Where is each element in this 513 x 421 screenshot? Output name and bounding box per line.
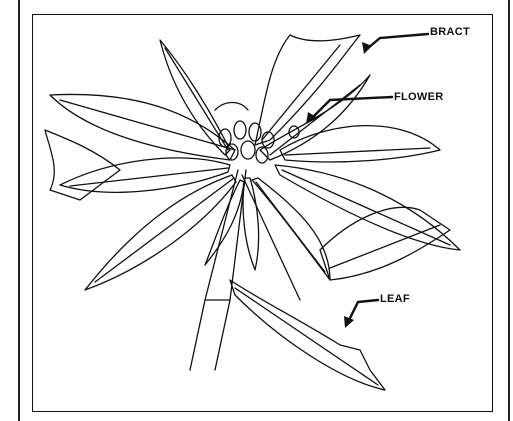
- stems: [190, 170, 300, 370]
- bract-leaves: [45, 35, 460, 290]
- leaf-label: LEAF: [380, 293, 410, 305]
- bract-label: BRACT: [430, 26, 470, 38]
- flower-label: FLOWER: [394, 91, 443, 103]
- lower-leaves: [230, 207, 450, 390]
